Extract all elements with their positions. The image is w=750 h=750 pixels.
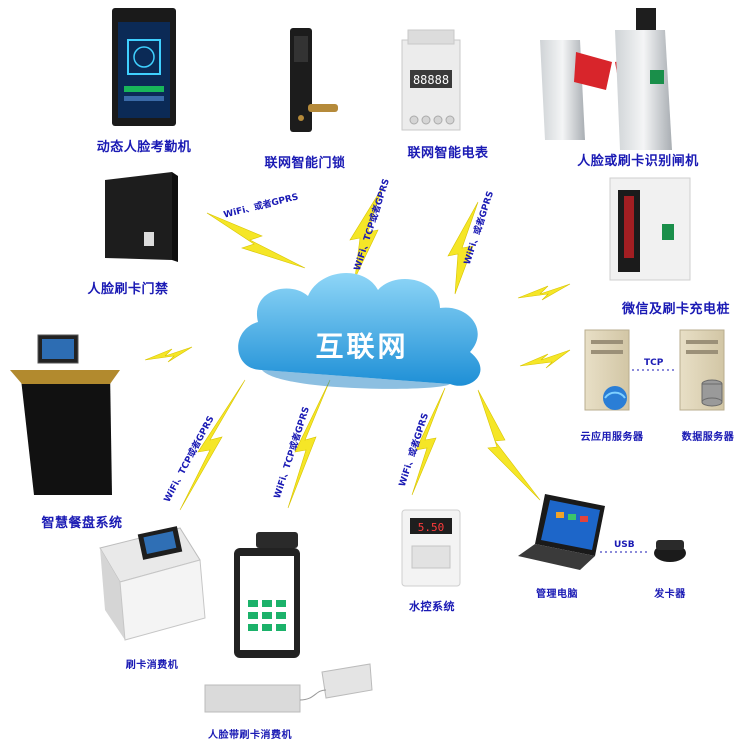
pc-illustration: [518, 494, 605, 570]
access-illustration: [105, 172, 178, 262]
label-face-pos: 人脸带刷卡消费机: [208, 730, 292, 741]
bolt-tray: [144, 346, 193, 363]
label-card-pos: 刷卡消费机: [125, 660, 179, 671]
door-lock-illustration: [290, 28, 338, 132]
label-water: 水控系统: [409, 600, 455, 613]
data-server-illustration: [679, 329, 725, 411]
label-charger: 微信及刷卡充电桩: [621, 302, 731, 317]
bolt-water: [411, 387, 446, 496]
bolt-servers: [519, 349, 571, 369]
label-data-server: 数据服务器: [681, 432, 735, 443]
meter-display: 88888: [413, 73, 449, 87]
card-issuer-illustration: [654, 540, 686, 562]
cloud-label: 互联网: [315, 330, 409, 363]
label-door-lock: 联网智能门锁: [264, 156, 346, 171]
label-cloud-server: 云应用服务器: [580, 432, 644, 443]
cloud-server-illustration: [584, 329, 630, 411]
label-issuer: 发卡器: [654, 589, 686, 600]
internet-cloud: [238, 272, 481, 389]
label-gate: 人脸或刷卡识别闸机: [577, 154, 699, 169]
conn-label-servers: TCP: [644, 358, 664, 368]
card-pos-illustration: [99, 526, 206, 641]
meter-illustration: 88888: [401, 29, 461, 131]
label-access: 人脸刷卡门禁: [87, 282, 169, 297]
face-pos-illustration: [204, 532, 373, 713]
label-meter: 联网智能电表: [407, 146, 489, 161]
tray-kiosk-illustration: [10, 334, 120, 495]
gate-illustration: [540, 8, 672, 150]
bolt-pc: [477, 389, 541, 501]
bolt-meter: [447, 201, 479, 295]
bolt-card-pos: [179, 379, 246, 511]
label-attendance: 动态人脸考勤机: [96, 140, 192, 155]
bolt-face-pos: [287, 379, 331, 509]
attendance-device-illustration: [112, 8, 176, 126]
water-display: 5.50: [418, 521, 445, 534]
label-pc: 管理电脑: [536, 589, 578, 600]
conn-label-usb: USB: [614, 540, 635, 550]
bolt-attendance: [206, 212, 306, 269]
water-control-illustration: 5.50: [401, 509, 461, 587]
bolt-charger: [517, 283, 571, 301]
charger-illustration: [609, 177, 691, 281]
label-tray: 智慧餐盘系统: [41, 516, 123, 531]
